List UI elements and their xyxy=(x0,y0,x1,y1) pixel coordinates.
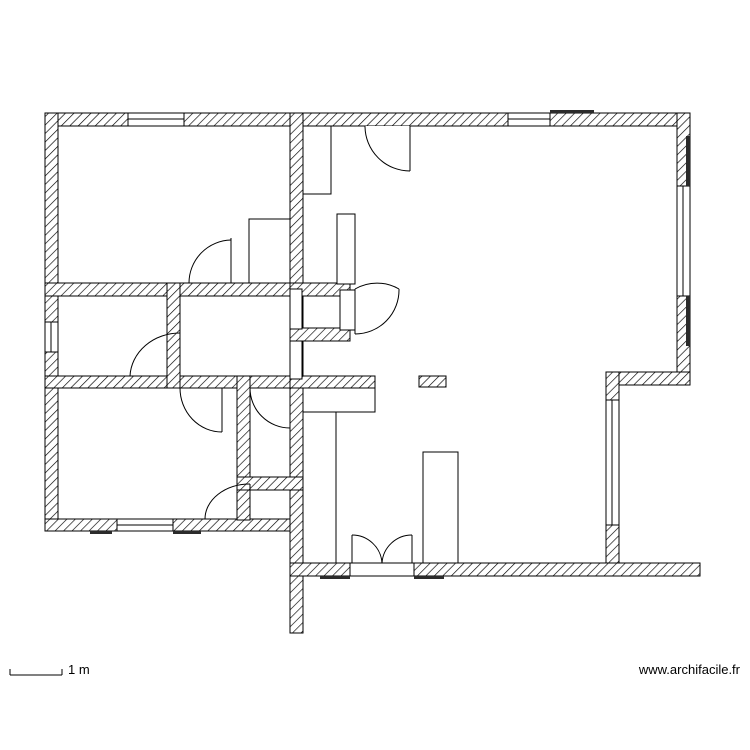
closet-2 xyxy=(336,213,356,285)
scale-bar-label: 1 m xyxy=(68,662,90,677)
island xyxy=(418,375,447,388)
closet-3 xyxy=(248,218,291,284)
walls xyxy=(44,112,701,634)
credit-text: www.archifacile.fr xyxy=(638,662,740,677)
closet-1 xyxy=(302,125,332,195)
wall-v-small-room xyxy=(166,282,181,389)
windows xyxy=(44,112,691,577)
fixtures xyxy=(248,125,459,564)
wall-h-wc xyxy=(236,476,304,491)
closet-wc xyxy=(249,489,291,520)
wall-ledge xyxy=(289,375,376,389)
door-entrance-arc xyxy=(364,125,411,172)
window-frames xyxy=(90,110,690,579)
partition-b xyxy=(289,340,303,380)
cabinet xyxy=(422,451,459,564)
scale-bar xyxy=(9,669,63,676)
wall-partition-b xyxy=(289,327,351,342)
door-opening-bottom xyxy=(349,562,415,577)
counter-column xyxy=(302,411,337,564)
counter xyxy=(302,387,376,413)
partition-a xyxy=(289,288,303,330)
wall-bottom-left xyxy=(44,518,304,532)
partition-c xyxy=(339,289,356,331)
wall-v-wc xyxy=(236,375,251,521)
